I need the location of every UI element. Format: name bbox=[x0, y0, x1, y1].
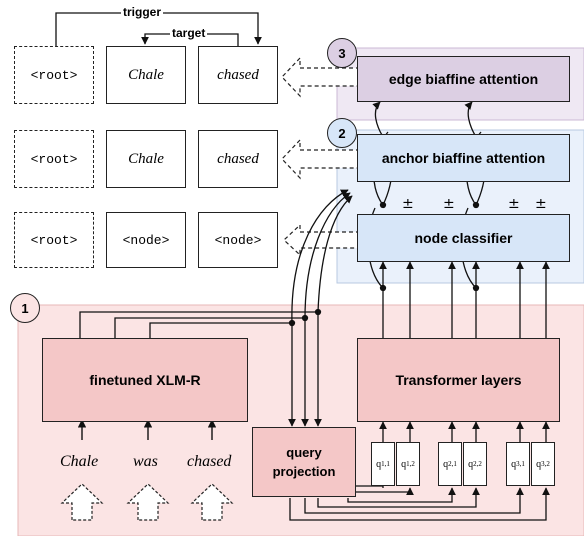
plus-minus-2: ± bbox=[443, 196, 455, 212]
query-projection-module: query projection bbox=[252, 427, 356, 497]
hollow-arrow-anchor bbox=[281, 138, 360, 180]
trigger-edge-label: trigger bbox=[121, 5, 164, 19]
hollow-arrow-edge bbox=[281, 56, 360, 98]
encoder-to-query-lines bbox=[79, 308, 322, 427]
module-two-number: 2 bbox=[327, 118, 357, 148]
plus-minus-1: ± bbox=[402, 196, 414, 212]
input-word-chale: Chale bbox=[60, 453, 99, 470]
word-to-encoder-arrows bbox=[77, 419, 217, 440]
module-one-number: 1 bbox=[10, 293, 40, 323]
input-hollow-arrows bbox=[60, 483, 234, 521]
anchor-row-root-node: <root> bbox=[14, 130, 94, 188]
input-word-chased: chased bbox=[187, 453, 232, 470]
target-edge-label: target bbox=[170, 26, 208, 40]
node-row-node-b: <node> bbox=[198, 212, 278, 268]
anchor-biaffine-attention-module: anchor biaffine attention bbox=[357, 134, 570, 182]
plus-minus-3: ± bbox=[508, 196, 520, 212]
edge-row-node-chale: Chale bbox=[106, 46, 186, 104]
module-three-number: 3 bbox=[327, 38, 357, 68]
node-row-root-node: <root> bbox=[14, 212, 94, 268]
plus-minus-4: ± bbox=[535, 196, 547, 212]
query-projection-line2: projection bbox=[272, 464, 336, 479]
edge-row-root-node: <root> bbox=[14, 46, 94, 104]
edge-row-node-chased: chased bbox=[198, 46, 278, 104]
node-classifier-module: node classifier bbox=[357, 214, 570, 262]
node-row-node-a: <node> bbox=[106, 212, 186, 268]
query-to-transformer-arrows bbox=[379, 421, 550, 442]
query-output-lines bbox=[289, 485, 550, 521]
encoder-to-anchor-curves bbox=[291, 189, 353, 324]
transformer-to-classifier-arrows bbox=[379, 261, 550, 338]
anchor-row-node-chale: Chale bbox=[106, 130, 186, 188]
anchor-row-node-chased: chased bbox=[198, 130, 278, 188]
input-word-was: was bbox=[133, 453, 158, 470]
transformer-layers-module: Transformer layers bbox=[357, 338, 560, 422]
query-projection-line1: query bbox=[286, 445, 322, 460]
edge-biaffine-attention-module: edge biaffine attention bbox=[357, 56, 570, 102]
finetuned-xlmr-module: finetuned XLM-R bbox=[42, 338, 248, 422]
